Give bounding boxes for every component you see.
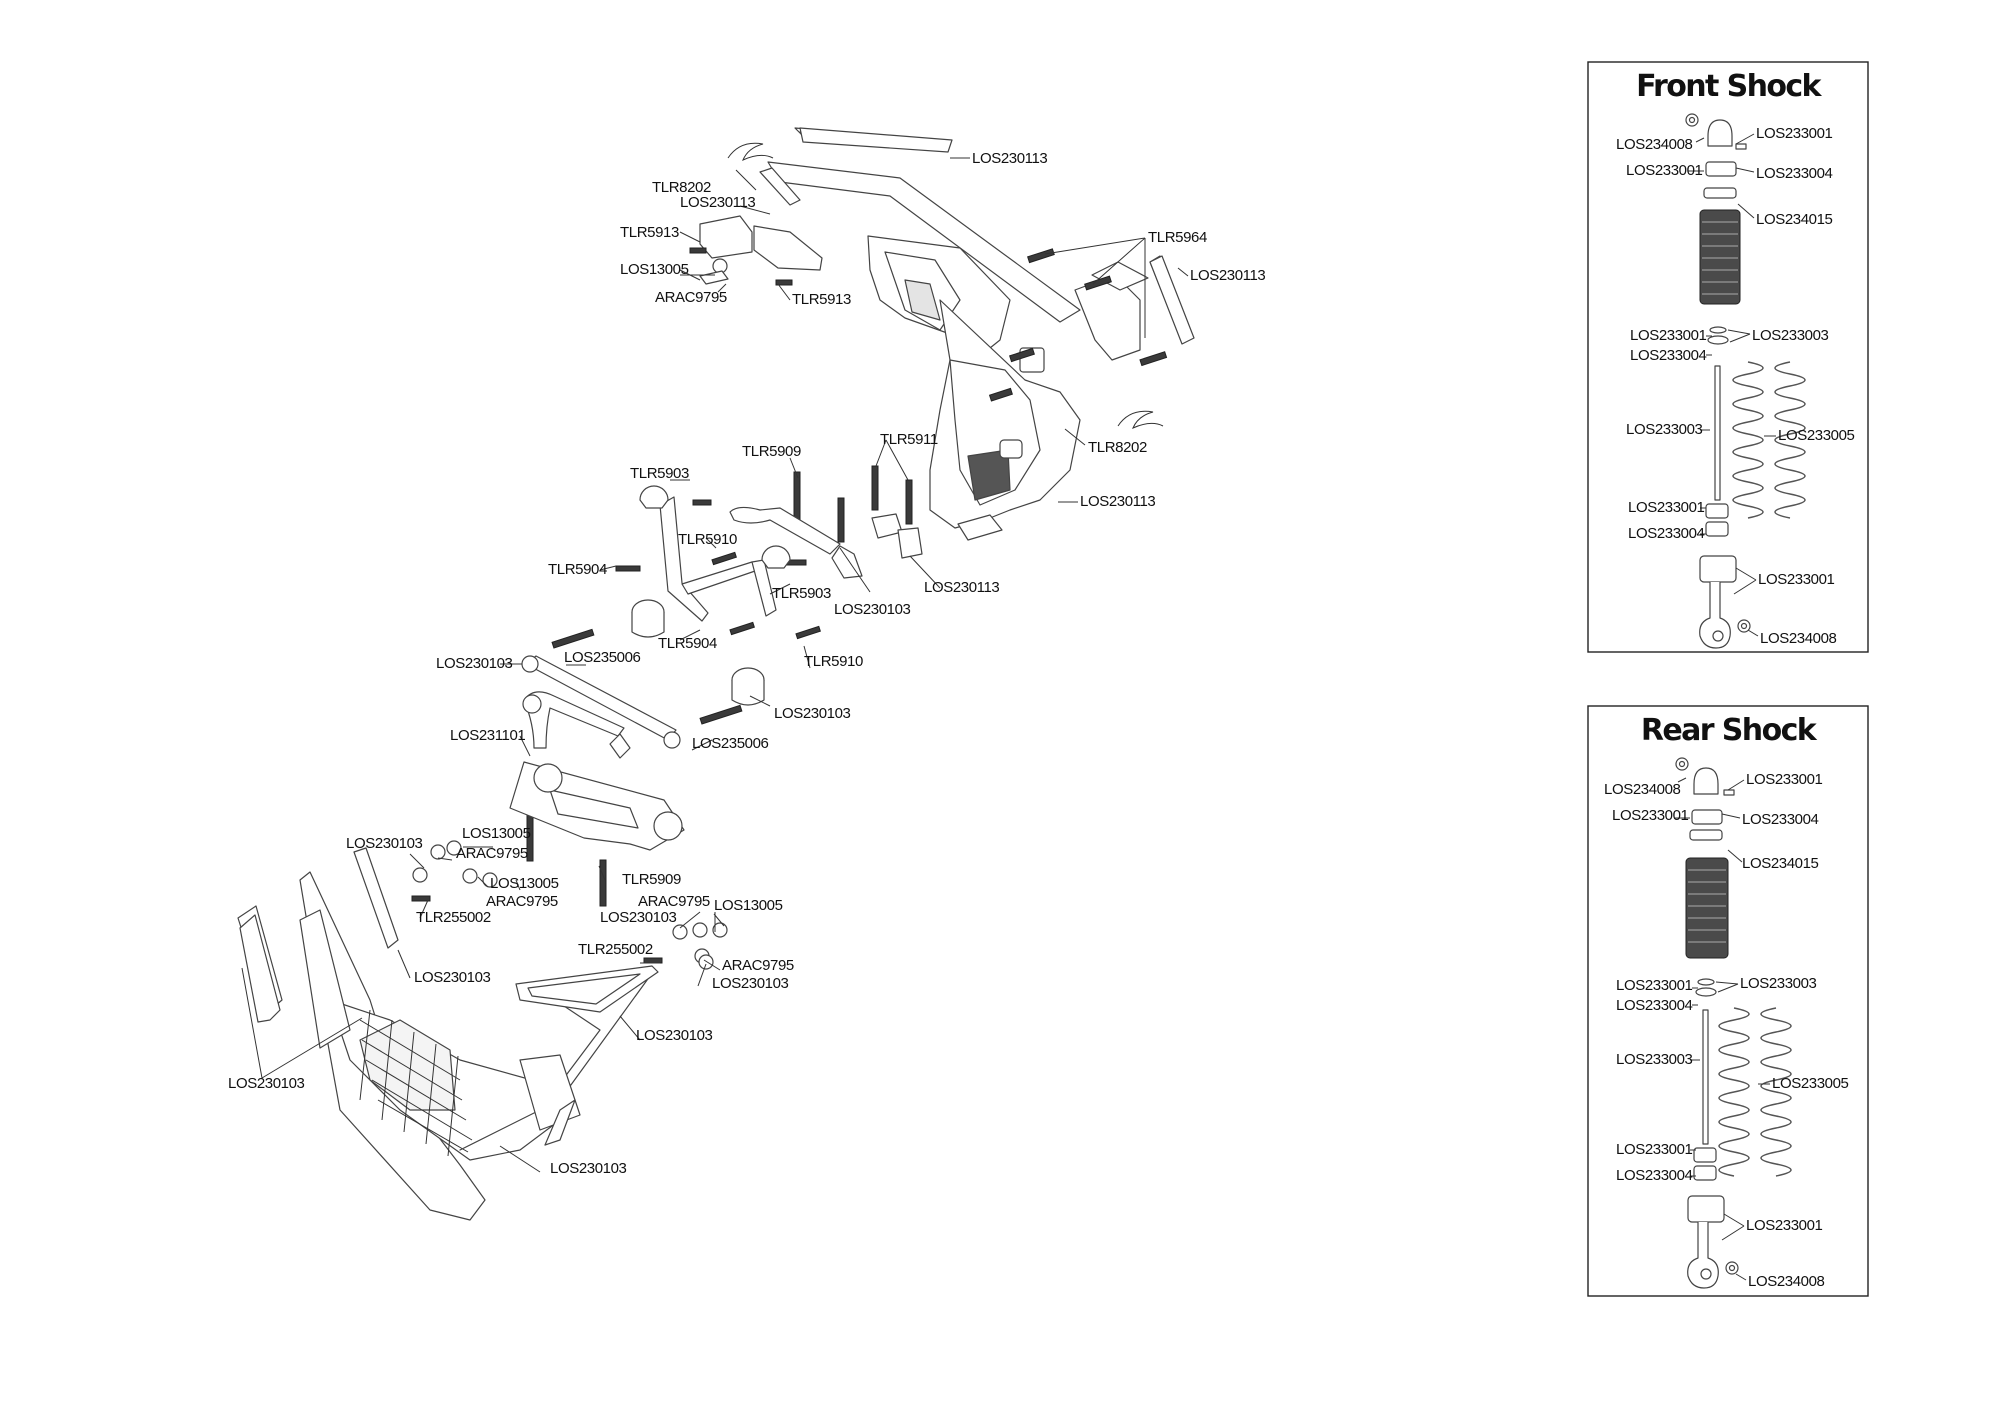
part-label: LOS230103 bbox=[346, 835, 423, 852]
part-label: LOS234015 bbox=[1742, 855, 1819, 872]
part-label: LOS230103 bbox=[636, 1027, 713, 1044]
part-label: TLR5903 bbox=[630, 465, 689, 482]
part-label: LOS233003 bbox=[1616, 1051, 1693, 1068]
part-label: LOS233001 bbox=[1630, 327, 1707, 344]
part-label: TLR5910 bbox=[804, 653, 863, 670]
part-label: LOS233003 bbox=[1752, 327, 1829, 344]
part-label: LOS13005 bbox=[620, 261, 689, 278]
part-label: LOS230103 bbox=[712, 975, 789, 992]
bracket-part bbox=[753, 225, 823, 271]
part-label: LOS230103 bbox=[834, 601, 911, 618]
part-label: LOS234008 bbox=[1748, 1273, 1825, 1290]
exploded-assembly bbox=[237, 127, 1195, 1221]
part-label: ARAC9795 bbox=[638, 893, 710, 910]
part-label: TLR5904 bbox=[658, 635, 717, 652]
part-label: ARAC9795 bbox=[722, 957, 794, 974]
part-label: TLR5909 bbox=[622, 871, 681, 888]
part-label: LOS235006 bbox=[564, 649, 641, 666]
side-plate-part bbox=[1149, 255, 1195, 345]
part-label: LOS233001 bbox=[1628, 499, 1705, 516]
part-label: LOS233004 bbox=[1742, 811, 1819, 828]
leader-lines bbox=[241, 157, 1189, 1173]
front-shock-title: Front Shock bbox=[1636, 69, 1822, 104]
part-label: ARAC9795 bbox=[456, 845, 528, 862]
part-label: TLR255002 bbox=[578, 941, 653, 958]
part-label: TLR5904 bbox=[548, 561, 607, 578]
part-label: TLR8202 bbox=[1088, 439, 1147, 456]
part-label: LOS233001 bbox=[1746, 771, 1823, 788]
part-label: LOS233005 bbox=[1772, 1075, 1849, 1092]
part-label: LOS233001 bbox=[1758, 571, 1835, 588]
front-shock-parts bbox=[1685, 113, 1806, 649]
part-label: LOS233004 bbox=[1616, 1167, 1693, 1184]
front-shock-leaders bbox=[1688, 133, 1776, 637]
part-label: ARAC9795 bbox=[486, 893, 558, 910]
part-label: TLR5909 bbox=[742, 443, 801, 460]
part-label: LOS233004 bbox=[1616, 997, 1693, 1014]
bracket-part bbox=[699, 215, 753, 259]
part-label: LOS13005 bbox=[462, 825, 531, 842]
front-shock-panel: Front Shock bbox=[1587, 61, 1869, 653]
part-label: LOS13005 bbox=[490, 875, 559, 892]
part-label: LOS13005 bbox=[714, 897, 783, 914]
part-label: LOS234008 bbox=[1604, 781, 1681, 798]
part-label: LOS230113 bbox=[1080, 493, 1155, 510]
r-clip-part bbox=[1117, 410, 1164, 429]
part-label: LOS234008 bbox=[1616, 136, 1693, 153]
part-label: LOS233001 bbox=[1626, 162, 1703, 179]
part-label: TLR5903 bbox=[772, 585, 831, 602]
part-label: LOS230103 bbox=[600, 909, 677, 926]
part-label: LOS230113 bbox=[972, 150, 1047, 167]
assembly-labels: LOS230113 TLR8202 LOS230113 TLR5913 LOS1… bbox=[228, 150, 1266, 1177]
grille-pattern bbox=[359, 1009, 473, 1157]
part-label: LOS234008 bbox=[1760, 630, 1837, 647]
part-label: TLR5911 bbox=[880, 431, 938, 448]
part-label: LOS230103 bbox=[774, 705, 851, 722]
side-panel-part bbox=[239, 914, 281, 1023]
part-label: LOS233001 bbox=[1756, 125, 1833, 142]
part-label: LOS230103 bbox=[436, 655, 513, 672]
part-label: ARAC9795 bbox=[655, 289, 727, 306]
top-brace-part bbox=[759, 127, 1193, 541]
bumper-mount-part bbox=[509, 733, 685, 851]
part-label: TLR5913 bbox=[792, 291, 851, 308]
rear-shock-title: Rear Shock bbox=[1641, 713, 1818, 748]
part-label: LOS233003 bbox=[1740, 975, 1817, 992]
part-label: LOS230113 bbox=[1190, 267, 1265, 284]
top-plate-part bbox=[799, 127, 953, 153]
part-label: LOS233004 bbox=[1630, 347, 1707, 364]
part-label: LOS231101 bbox=[450, 727, 525, 744]
part-label: LOS233004 bbox=[1756, 165, 1833, 182]
r-clip-part bbox=[727, 142, 774, 161]
upper-arm-part bbox=[631, 485, 791, 706]
rear-shock-parts bbox=[1675, 757, 1792, 1289]
part-label: LOS234015 bbox=[1756, 211, 1833, 228]
part-label: TLR5964 bbox=[1148, 229, 1207, 246]
part-label: LOS233005 bbox=[1778, 427, 1855, 444]
part-label: TLR255002 bbox=[416, 909, 491, 926]
part-label: LOS230113 bbox=[924, 579, 999, 596]
part-label: LOS233003 bbox=[1626, 421, 1703, 438]
part-label: TLR5913 bbox=[620, 224, 679, 241]
part-label: LOS233001 bbox=[1746, 1217, 1823, 1234]
front-bumper-part bbox=[299, 871, 651, 1221]
part-label: TLR5910 bbox=[678, 531, 737, 548]
part-label: LOS233001 bbox=[1616, 1141, 1693, 1158]
part-label: LOS230103 bbox=[550, 1160, 627, 1177]
lower-arm-part bbox=[521, 655, 681, 749]
part-label: LOS230103 bbox=[414, 969, 491, 986]
bumper-decal-part bbox=[527, 973, 641, 1005]
part-label: TLR8202 bbox=[652, 179, 711, 196]
rear-shock-leaders bbox=[1674, 777, 1770, 1281]
rear-shock-panel: Rear Shock bbox=[1587, 705, 1869, 1297]
ball-stud-set bbox=[412, 840, 728, 970]
part-label: LOS233004 bbox=[1628, 525, 1705, 542]
side-panel-part bbox=[353, 847, 399, 949]
part-label: LOS230103 bbox=[228, 1075, 305, 1092]
part-label: LOS230113 bbox=[680, 194, 755, 211]
part-label: LOS233001 bbox=[1612, 807, 1689, 824]
part-label: LOS235006 bbox=[692, 735, 769, 752]
part-label: LOS233001 bbox=[1616, 977, 1693, 994]
